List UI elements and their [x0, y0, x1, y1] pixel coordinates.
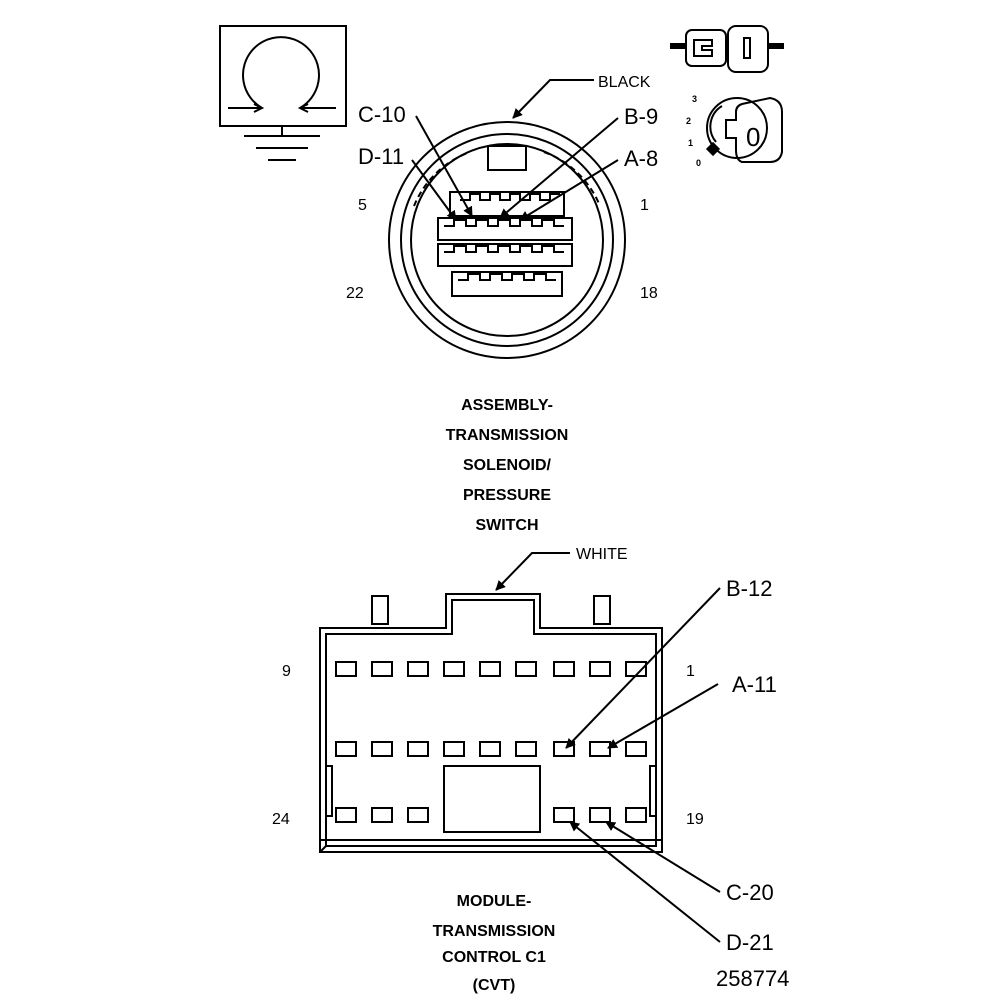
pin-cavity — [371, 661, 393, 677]
callout-a-8: A-8 — [624, 146, 658, 171]
pin-row-top — [335, 661, 647, 677]
pin-cavity — [335, 661, 357, 677]
pin-number-9: 9 — [282, 663, 291, 680]
pin-cavity — [407, 661, 429, 677]
pin-cavity — [625, 807, 647, 823]
scale-0: 0 — [696, 158, 701, 168]
svg-text:PRESSURE: PRESSURE — [463, 487, 551, 504]
svg-text:MODULE-: MODULE- — [457, 893, 532, 910]
callout-d-21: D-21 — [726, 930, 774, 955]
pin-number-18: 18 — [640, 285, 658, 302]
svg-text:(CVT): (CVT) — [473, 977, 516, 994]
pin-cavity — [515, 741, 537, 757]
pin-cavity — [553, 807, 575, 823]
callout-c-10: C-10 — [358, 102, 406, 127]
pin-cavity — [515, 661, 537, 677]
pin-row-middle — [335, 741, 647, 757]
key-position-label: 0 — [746, 122, 760, 152]
pin-number-22: 22 — [346, 285, 364, 302]
pin-cavity — [335, 807, 357, 823]
scale-2: 2 — [686, 116, 691, 126]
callout-b-12: B-12 — [726, 576, 772, 601]
pin-cavity — [335, 741, 357, 757]
pin-row-4 — [451, 271, 563, 297]
svg-text:TRANSMISSION: TRANSMISSION — [446, 427, 569, 444]
svg-text:TRANSMISSION: TRANSMISSION — [433, 923, 556, 940]
scale-3: 3 — [692, 94, 697, 104]
pin-cavity — [553, 741, 575, 757]
pin-cavity — [553, 661, 575, 677]
pin-cavity — [625, 741, 647, 757]
pin-cavity — [371, 741, 393, 757]
svg-text:SOLENOID/: SOLENOID/ — [463, 457, 552, 474]
scale-1: 1 — [688, 138, 693, 148]
pin-cavity — [479, 661, 501, 677]
callout-a-11: A-11 — [732, 672, 777, 697]
connector-color-black: BLACK — [598, 74, 651, 91]
callout-d-11: D-11 — [358, 144, 404, 169]
svg-text:SWITCH: SWITCH — [475, 517, 538, 534]
tcm-connector-title: MODULE- TRANSMISSION CONTROL C1 (CVT) — [433, 893, 556, 994]
ignition-switch-icon: 3 2 1 0 0 — [686, 94, 783, 168]
solenoid-connector-title: ASSEMBLY- TRANSMISSION SOLENOID/ PRESSUR… — [446, 397, 569, 534]
pin-cavity — [371, 807, 393, 823]
svg-text:CONTROL C1: CONTROL C1 — [442, 949, 546, 966]
pin-number-24: 24 — [272, 811, 290, 828]
pin-cavity — [443, 741, 465, 757]
pin-row-2 — [437, 217, 573, 241]
connector-color-white: WHITE — [576, 546, 628, 563]
pin-cavity — [443, 661, 465, 677]
pin-cavity — [589, 741, 611, 757]
ground-circuit-icon — [219, 25, 347, 161]
figure-number: 258774 — [716, 966, 789, 991]
pin-number-19: 19 — [686, 811, 704, 828]
callout-c-20: C-20 — [726, 880, 774, 905]
svg-text:ASSEMBLY-: ASSEMBLY- — [461, 397, 553, 414]
pin-number-1-bottom: 1 — [686, 663, 695, 680]
pin-cavity — [407, 741, 429, 757]
pin-cavity — [407, 807, 429, 823]
connector-plug-icon — [670, 25, 784, 73]
tcm-connector — [319, 593, 663, 853]
pin-cavity — [589, 661, 611, 677]
solenoid-connector — [388, 121, 626, 359]
pin-row-3 — [437, 243, 573, 267]
callout-b-9: B-9 — [624, 104, 658, 129]
pin-number-1: 1 — [640, 197, 649, 214]
pin-cavity — [589, 807, 611, 823]
pin-row-bottom — [335, 807, 647, 823]
pin-cavity — [479, 741, 501, 757]
pin-number-5: 5 — [358, 197, 367, 214]
